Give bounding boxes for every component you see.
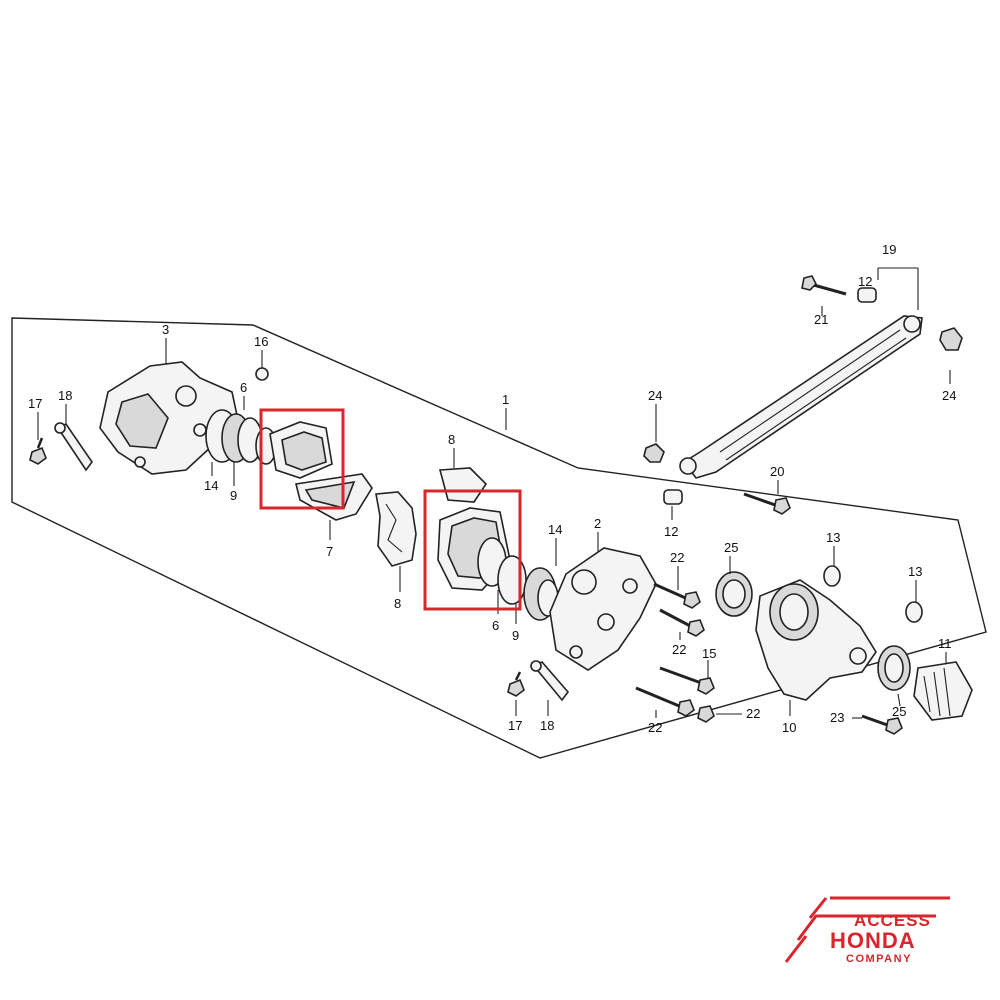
callout-13b: 13: [908, 564, 922, 579]
logo-line-honda: HONDA: [830, 928, 916, 953]
highlight-box-left-pad: [259, 408, 345, 510]
callout-22b: 22: [672, 642, 686, 657]
callout-21: 21: [814, 312, 828, 327]
callout-23: 23: [830, 710, 844, 725]
bolt-23: [861, 714, 903, 735]
callout-24a: 24: [648, 388, 662, 403]
nut-24-right: [939, 327, 963, 351]
pad-shim: [295, 473, 373, 521]
logo-line-access: ACCESS: [854, 911, 931, 930]
collar-lower: [663, 489, 683, 505]
logo-line-company: COMPANY: [846, 953, 912, 965]
callout-6a: 6: [240, 380, 247, 395]
brake-pad-right: [437, 507, 511, 591]
pad-spring-lower: [375, 491, 417, 567]
callout-7: 7: [326, 544, 333, 559]
seal-ring-upper: [823, 565, 841, 587]
assembly-boundary: [11, 317, 987, 759]
bolt-22-d: [697, 705, 715, 723]
callout-20: 20: [770, 464, 784, 479]
callout-17b: 17: [508, 718, 522, 733]
bleeder-17-left: [29, 437, 47, 465]
pad-spring-upper: [438, 467, 488, 503]
callout-10: 10: [782, 720, 796, 735]
callout-24b: 24: [942, 388, 956, 403]
bleeder-cap-18-left: [54, 422, 93, 472]
callout-12a: 12: [858, 274, 872, 289]
callout-2: 2: [594, 516, 601, 531]
highlight-box-right-pad: [423, 489, 522, 611]
access-honda-logo: ACCESS HONDA COMPANY: [784, 896, 950, 965]
bolt-22-b: [659, 608, 705, 637]
callout-8a: 8: [448, 432, 455, 447]
nut-24-left: [643, 443, 665, 463]
callout-22d: 22: [746, 706, 760, 721]
bolt-21: [801, 275, 847, 296]
caliper-bracket: [755, 579, 877, 701]
callout-11: 11: [938, 636, 952, 651]
callout-12b: 12: [664, 524, 678, 539]
callout-22c: 22: [648, 720, 662, 735]
callout-1: 1: [502, 392, 509, 407]
boot: [913, 661, 973, 721]
callout-16: 16: [254, 334, 268, 349]
caliper-body-right: [549, 547, 657, 671]
bolt-22-c: [635, 686, 695, 717]
callout-19: 19: [882, 242, 896, 257]
callout-25b: 25: [892, 704, 906, 719]
callout-14a: 14: [204, 478, 218, 493]
bolt-22-a: [653, 582, 701, 609]
caliper-body-left: [99, 361, 239, 475]
dust-seal-upper: [715, 571, 753, 617]
leader-lines: [37, 267, 951, 719]
bolt-20: [743, 492, 791, 515]
callout-18b: 18: [540, 718, 554, 733]
callout-9a: 9: [230, 488, 237, 503]
callout-25a: 25: [724, 540, 738, 555]
bleeder-17-right: [507, 671, 525, 697]
callout-17a: 17: [28, 396, 42, 411]
piston-seal-left: [205, 409, 277, 465]
bolt-15: [659, 666, 715, 695]
bleeder-cap-18-right: [530, 660, 570, 702]
callout-6b: 6: [492, 618, 499, 633]
callout-9b: 9: [512, 628, 519, 643]
collar-upper: [857, 287, 877, 303]
brake-pad-left: [269, 421, 333, 479]
callout-14b: 14: [548, 522, 562, 537]
seal-ring-lower: [905, 601, 923, 623]
callout-18a: 18: [58, 388, 72, 403]
callout-22a: 22: [670, 550, 684, 565]
callout-3: 3: [162, 322, 169, 337]
callout-8b: 8: [394, 596, 401, 611]
callout-13a: 13: [826, 530, 840, 545]
torque-rod: [679, 315, 923, 479]
nut-16: [255, 367, 269, 381]
dust-seal-lower: [877, 645, 911, 691]
callout-15: 15: [702, 646, 716, 661]
